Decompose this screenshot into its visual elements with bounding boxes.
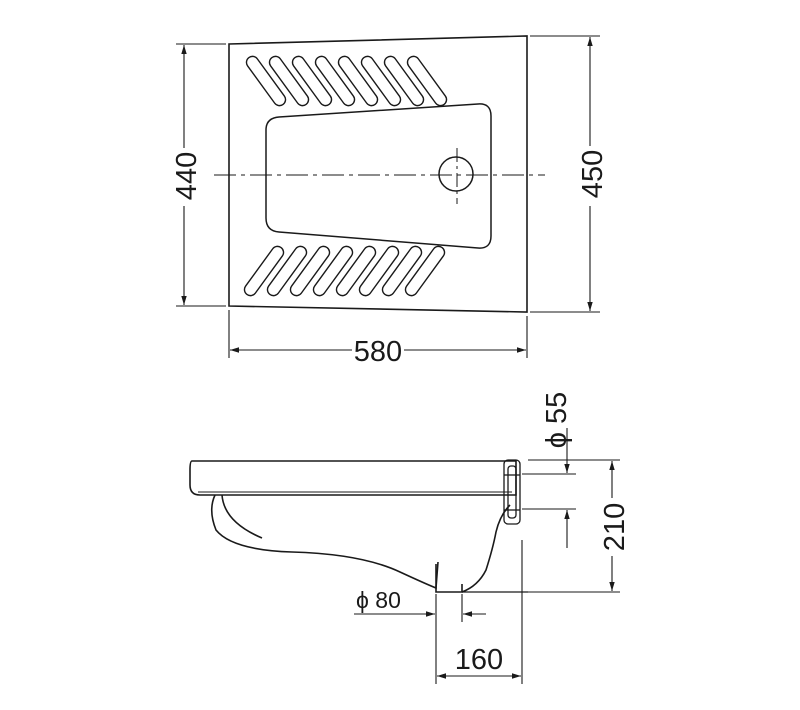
side-bowl-inner xyxy=(221,494,263,539)
side-bowl-body xyxy=(210,494,511,593)
left-height-label: 440 xyxy=(171,152,203,200)
drain-hole xyxy=(438,156,474,192)
inlet-fitting xyxy=(503,459,521,525)
width-label: 580 xyxy=(354,336,402,368)
outlet-offset-label: 160 xyxy=(455,644,503,676)
bowl-outline xyxy=(265,103,492,249)
top-view: 580 440 450 xyxy=(170,35,609,368)
side-view: ϕ 55 210 ϕ 80 160 xyxy=(189,392,631,684)
foot-grip-bottom xyxy=(243,245,446,297)
side-slab xyxy=(189,460,517,496)
side-height-label: 210 xyxy=(599,503,631,551)
top-view-outline xyxy=(228,35,528,313)
inlet-diameter-label: ϕ 55 xyxy=(541,392,573,449)
outlet-diameter-label: ϕ 80 xyxy=(356,587,401,613)
outlet-pipe xyxy=(435,564,463,593)
right-height-label: 450 xyxy=(577,150,609,198)
foot-grip-top xyxy=(245,55,448,107)
